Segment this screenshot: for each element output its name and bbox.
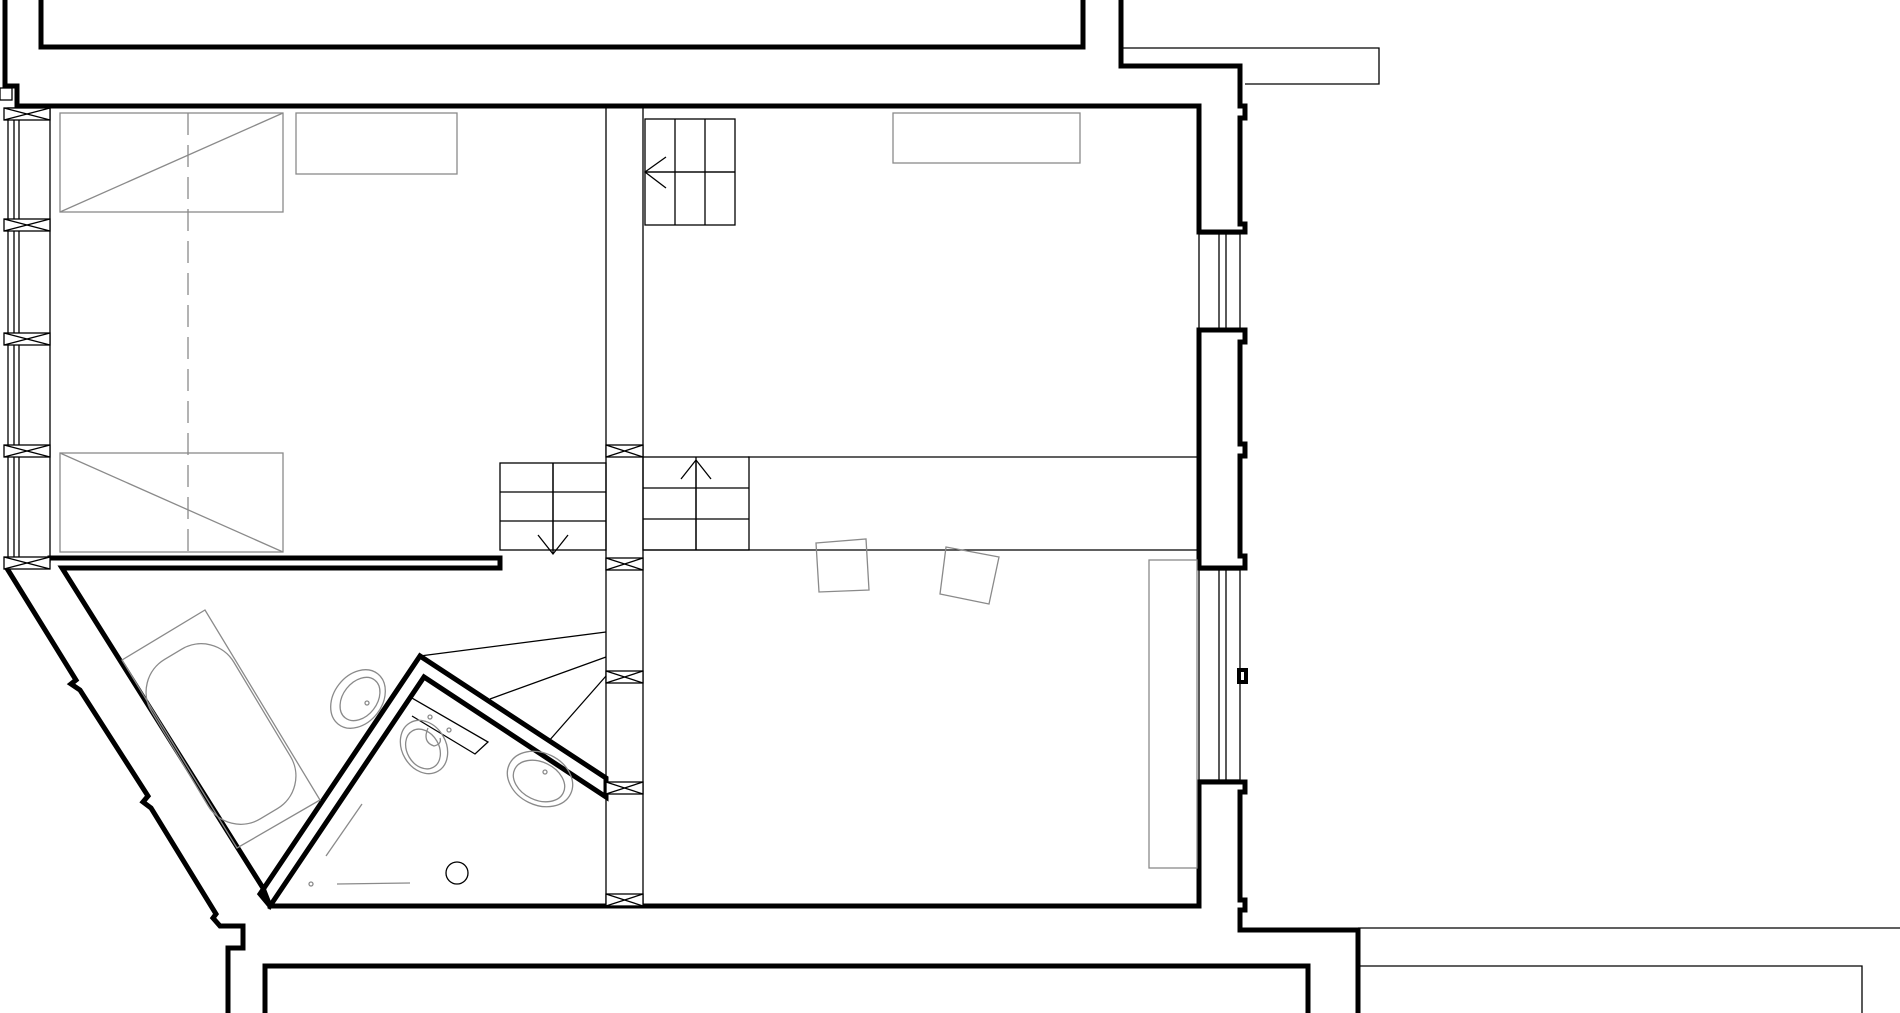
toilet-flush-dot <box>364 700 370 706</box>
spine-column-5 <box>605 893 644 907</box>
bidet-bowl <box>404 728 442 770</box>
chair-2 <box>939 546 1000 605</box>
bidet-dot <box>427 714 433 720</box>
spine-column-4-diag-b <box>605 781 644 795</box>
spine-column-1 <box>605 444 644 458</box>
neighbour-wall-bottom <box>262 963 1311 1013</box>
bathroom-floor-line <box>336 882 411 885</box>
stair-west-arrow-head <box>537 534 569 556</box>
washbasin-counter <box>411 697 490 755</box>
floor-drain <box>445 861 469 885</box>
spine-column-3-diag-b <box>605 670 644 684</box>
neighbour-outline-top <box>1121 47 1380 85</box>
chair-1 <box>815 538 870 593</box>
bidet-outer <box>399 719 449 775</box>
bathtub-outline <box>121 609 321 849</box>
west-column-1-diag-b <box>3 107 51 121</box>
bidet-tap <box>425 727 442 747</box>
bath-partition-2 <box>489 656 607 700</box>
east-wall-pier <box>1196 327 1248 571</box>
west-column-2 <box>3 218 51 232</box>
bed-top-diagonal <box>59 112 284 213</box>
bidet-dot-2 <box>446 727 452 733</box>
stair-landing-arrow-head <box>680 458 712 480</box>
bath-partition-1 <box>419 631 607 657</box>
west-column-4 <box>3 444 51 458</box>
east-window-post <box>1237 668 1248 684</box>
west-diagonal-wall <box>4 566 246 1013</box>
bathroom-north-partition <box>47 555 503 910</box>
spine-column-5-diag-b <box>605 893 644 907</box>
neighbour-outline-bottom-2 <box>1358 965 1863 1013</box>
washbasin-drain-dot <box>542 769 548 775</box>
bathroom-floor-dot <box>308 881 314 887</box>
shower-screen <box>325 803 363 857</box>
spine-column-1-diag-b <box>605 444 644 458</box>
south-east-return-wall <box>1237 779 1361 1013</box>
west-column-5-diag-b <box>3 556 51 570</box>
bathroom-diagonal-partition <box>256 652 609 911</box>
toilet-bowl <box>339 676 381 722</box>
bath-partition-3 <box>547 675 607 743</box>
toilet-outer <box>330 669 386 729</box>
bed-top <box>59 112 284 213</box>
west-column-4-diag-b <box>3 444 51 458</box>
bathtub-basin <box>145 643 297 825</box>
north-exterior-wall <box>2 0 1248 235</box>
bed-bottom <box>59 452 284 553</box>
desk-north-east <box>892 112 1081 164</box>
spine-column-3 <box>605 670 644 684</box>
spine-column-4 <box>605 781 644 795</box>
bed-bottom-diagonal <box>59 452 284 553</box>
washbasin-bowl <box>512 759 566 803</box>
spine-column-2 <box>605 557 644 571</box>
west-column-3-diag-b <box>3 332 51 346</box>
west-column-5 <box>3 556 51 570</box>
west-column-3 <box>3 332 51 346</box>
neighbour-wall-top <box>38 0 1086 50</box>
spine-column-2-diag-b <box>605 557 644 571</box>
corner-post <box>0 87 13 101</box>
cabinet-east <box>1148 559 1198 869</box>
washbasin-outer <box>506 750 574 808</box>
neighbour-wall-top-right <box>1118 0 1248 235</box>
west-column-1 <box>3 107 51 121</box>
desk-west <box>295 112 458 175</box>
south-exterior-wall <box>267 779 1248 909</box>
west-column-2-diag-b <box>3 218 51 232</box>
